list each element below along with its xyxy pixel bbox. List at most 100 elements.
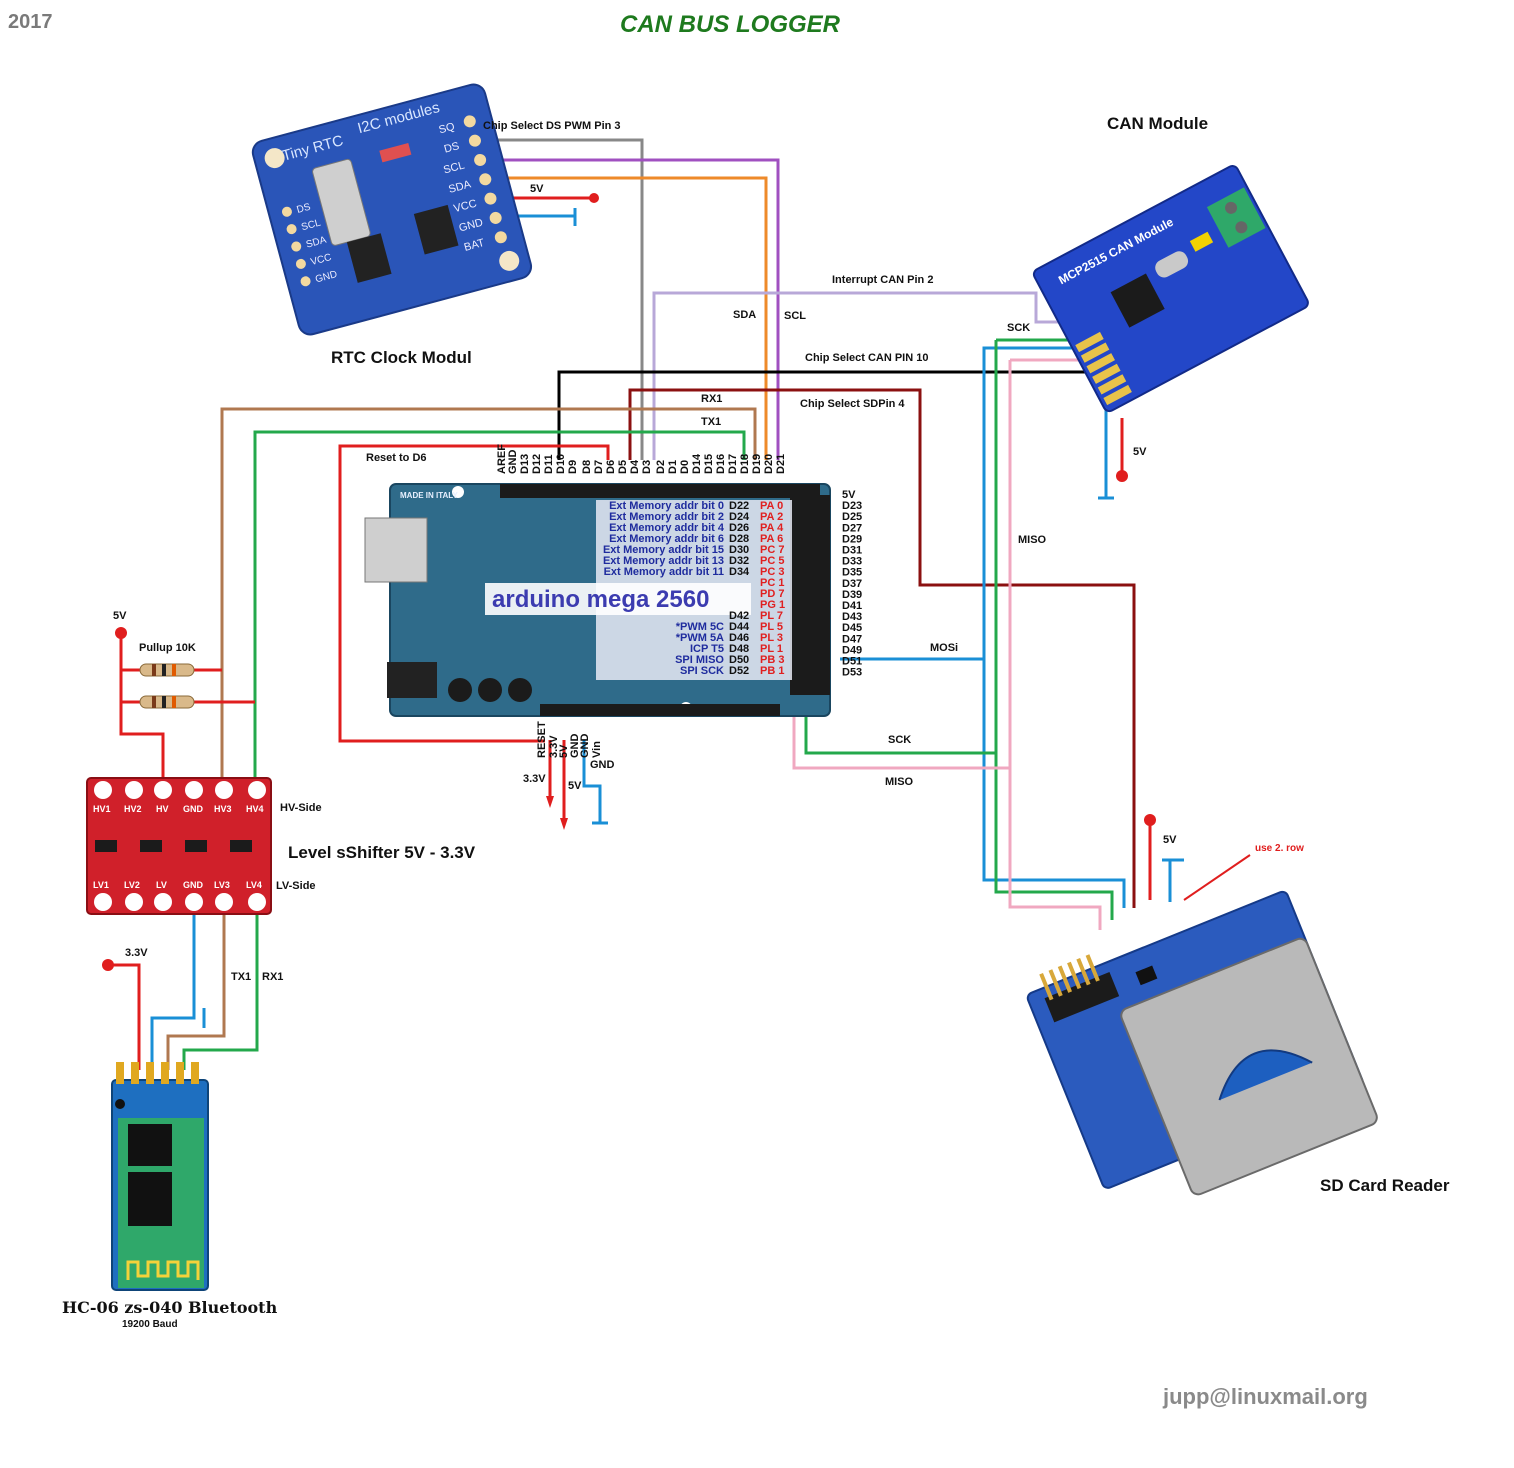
arduino-right-pin-labels: 5VD23D25D27D29D31D33D35D37D39D41D43D45D4… [842,489,862,679]
level-shifter: HV1 HV2 HV GND HV3 HV4 LV1 LV2 LV GND LV… [86,777,272,915]
shifter-pin-lv3: LV3 [214,880,230,890]
wire-tx1 [253,430,746,785]
arduino-silk-made: MADE IN ITALY [400,491,458,500]
memory-row-pin: D30 [729,544,749,556]
shifter-pin-lv: LV [156,880,167,890]
label-bt-tx1: TX1 [231,971,251,983]
rtc-left-pin-ds: DS [296,202,313,216]
arduino-right-pin-d31: D31 [842,545,862,557]
label-miso-right: MISO [1018,534,1047,546]
wire-chip-select-sd [628,388,1136,908]
pullup-resistors [139,663,195,709]
memory-row-port: PL 5 [760,621,783,633]
arduino-top-pin-d5: D5 [617,460,629,474]
memory-row-label: Ext Memory addr bit 0 [609,500,724,512]
memory-row-pin: D42 [729,610,749,622]
memory-row-label: *PWM 5A [676,632,724,644]
arduino-top-pin-d1: D1 [667,460,679,474]
label-miso-bottom: MISO [885,776,914,788]
arduino-power-pin-33v: 3.3V [548,735,560,758]
arduino-top-pin-d2: D2 [655,460,667,474]
label-pullup-5v: 5V [113,610,127,622]
wire-chip-select-ds [478,138,644,460]
arduino-right-pin-d35: D35 [842,567,862,579]
arduino-right-pin-d29: D29 [842,533,862,545]
wire-arduino-gnd [582,740,608,825]
arduino-top-pin-d18: D18 [739,454,751,474]
memory-row-port: PA 6 [760,533,783,545]
shifter-lv-side: LV-Side [276,880,316,892]
arduino-caption: arduino mega 2560 [492,586,709,613]
memory-row-port: PA 0 [760,500,783,512]
memory-row-label: Ext Memory addr bit 13 [603,555,724,567]
rtc-pin-sda: SDA [447,178,473,196]
wire-mosi [840,346,1126,908]
rtc-left-pin-vcc: VCC [310,252,333,268]
can-caption: CAN Module [1107,114,1208,133]
memory-row-label: Ext Memory addr bit 4 [609,522,725,534]
memory-row-pin: D34 [729,566,750,578]
arduino-power-pin-vin: Vin [591,741,603,758]
memory-row-port: PC 7 [760,544,784,556]
label-chip-select-can: Chip Select CAN PIN 10 [805,352,928,364]
arduino-power-pin-reset: RESET [536,721,548,758]
shifter-pin-hv3: HV3 [214,804,232,814]
wire-reset-d6 [338,444,610,743]
shifter-pin-hv2: HV2 [124,804,142,814]
memory-row-label: SPI SCK [680,665,724,677]
memory-row-port: PC 3 [760,566,784,578]
label-pwr-5v: 5V [568,780,582,792]
arduino-right-pin-d23: D23 [842,500,862,512]
shifter-pin-hv1: HV1 [93,804,111,814]
rtc-left-pin-scl: SCL [300,218,322,234]
arduino-top-pin-d6: D6 [605,460,617,474]
memory-row-port: PG 1 [760,599,785,611]
shifter-hv-side: HV-Side [280,802,322,814]
arduino-right-pin-d53: D53 [842,667,862,679]
arduino-power-pin-gnd: GND [579,734,591,759]
label-sck-bottom: SCK [888,734,911,746]
arduino-top-pin-d10: D10 [555,454,567,474]
arduino-right-pin-d41: D41 [842,600,862,612]
wires [108,138,1251,1070]
memory-row-pin: D32 [729,555,749,567]
shifter-pin-lv2: LV2 [124,880,140,890]
wire-pullup [119,633,255,785]
arduino-top-pin-d0: D0 [679,460,691,474]
year-label: 2017 [8,11,53,33]
label-rtc-5v: 5V [530,183,544,195]
memory-row-pin: D26 [729,522,749,534]
memory-row-pin: D52 [729,665,749,677]
memory-row-port: PA 2 [760,511,783,523]
shifter-pin-lv4: LV4 [246,880,262,890]
arduino-right-pin-d27: D27 [842,522,862,534]
label-pullup: Pullup 10K [139,642,196,654]
memory-row-label: Ext Memory addr bit 11 [604,566,724,578]
wire-rx1 [220,407,757,785]
memory-row-port: PB 3 [760,654,784,666]
memory-row-label: ICP T5 [690,643,724,655]
can-pins [1075,331,1132,406]
arduino-right-pin-d51: D51 [842,656,862,668]
arduino-right-pin-d39: D39 [842,589,862,601]
wire-bt-vcc [108,963,141,1070]
memory-row-label: Ext Memory addr bit 15 [603,544,724,556]
wire-sda [478,176,768,460]
rtc-pin-scl: SCL [442,159,466,176]
memory-row-port: PA 4 [760,522,784,534]
arduino-power-pin-5v: 5V [558,744,570,758]
terminals [102,193,1156,971]
arduino-top-pin-d21: D21 [775,454,787,474]
wire-labels: Chip Select DS PWM Pin 3 5V Interrupt CA… [113,120,1177,983]
sd-note: use 2. row [1255,843,1304,854]
bluetooth-baud: 19200 Baud [122,1319,178,1330]
memory-row-pin: D50 [729,654,749,666]
memory-row-port: PD 7 [760,588,784,600]
wire-bt-rx [182,915,259,1070]
sd-card-reader [1026,890,1378,1196]
arduino-top-pin-d16: D16 [715,454,727,474]
label-interrupt-can: Interrupt CAN Pin 2 [832,274,933,286]
memory-row-port: PL 1 [760,643,783,655]
arduino-top-pin-aref: AREF [496,444,508,474]
